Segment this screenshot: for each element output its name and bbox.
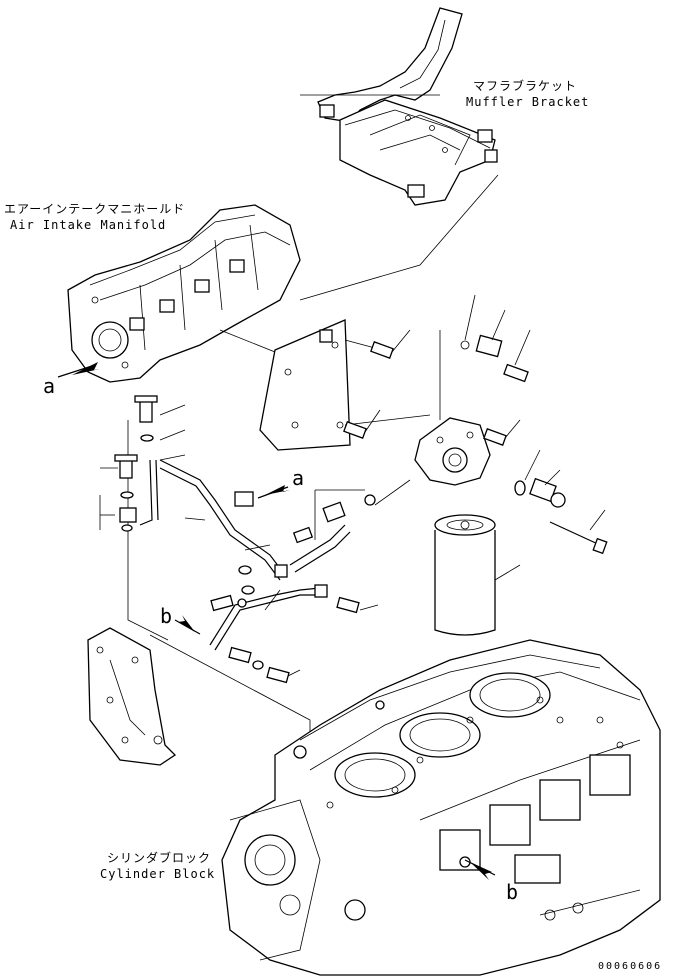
ref-b-left: b	[160, 604, 173, 628]
filter-head	[414, 417, 491, 486]
ref-b-right: b	[506, 880, 519, 904]
cylinder-block	[221, 639, 661, 976]
bolt-group-plate	[343, 329, 411, 439]
air-intake-manifold	[67, 204, 301, 383]
document-number: 00060606	[598, 961, 663, 972]
bolt-group-filterhead	[483, 419, 608, 555]
oil-filter-cartridge	[434, 514, 521, 636]
muffler-bracket	[317, 7, 498, 206]
pipe-assembly-left	[99, 395, 351, 651]
arrow-b-left	[178, 615, 195, 632]
air-intake-manifold-label-ja: エアーインテークマニホールド	[4, 202, 186, 216]
ref-a-left: a	[43, 374, 56, 398]
pipe-bracket-lower-left	[87, 627, 177, 766]
clamp-top-right	[460, 294, 531, 383]
cylinder-block-label-ja: シリンダブロック	[107, 851, 212, 865]
muffler-bracket-label-ja: マフラブラケット	[473, 79, 578, 93]
filter-bracket-plate	[259, 319, 351, 451]
cylinder-block-label-en: Cylinder Block	[100, 867, 216, 881]
muffler-bracket-label-en: Muffler Bracket	[466, 95, 590, 109]
ref-a-mid: a	[292, 466, 305, 490]
air-intake-manifold-label-en: Air Intake Manifold	[10, 218, 167, 232]
arrow-a-mid	[265, 485, 290, 495]
arrow-b-right	[470, 862, 492, 880]
fittings-middle	[210, 489, 379, 684]
